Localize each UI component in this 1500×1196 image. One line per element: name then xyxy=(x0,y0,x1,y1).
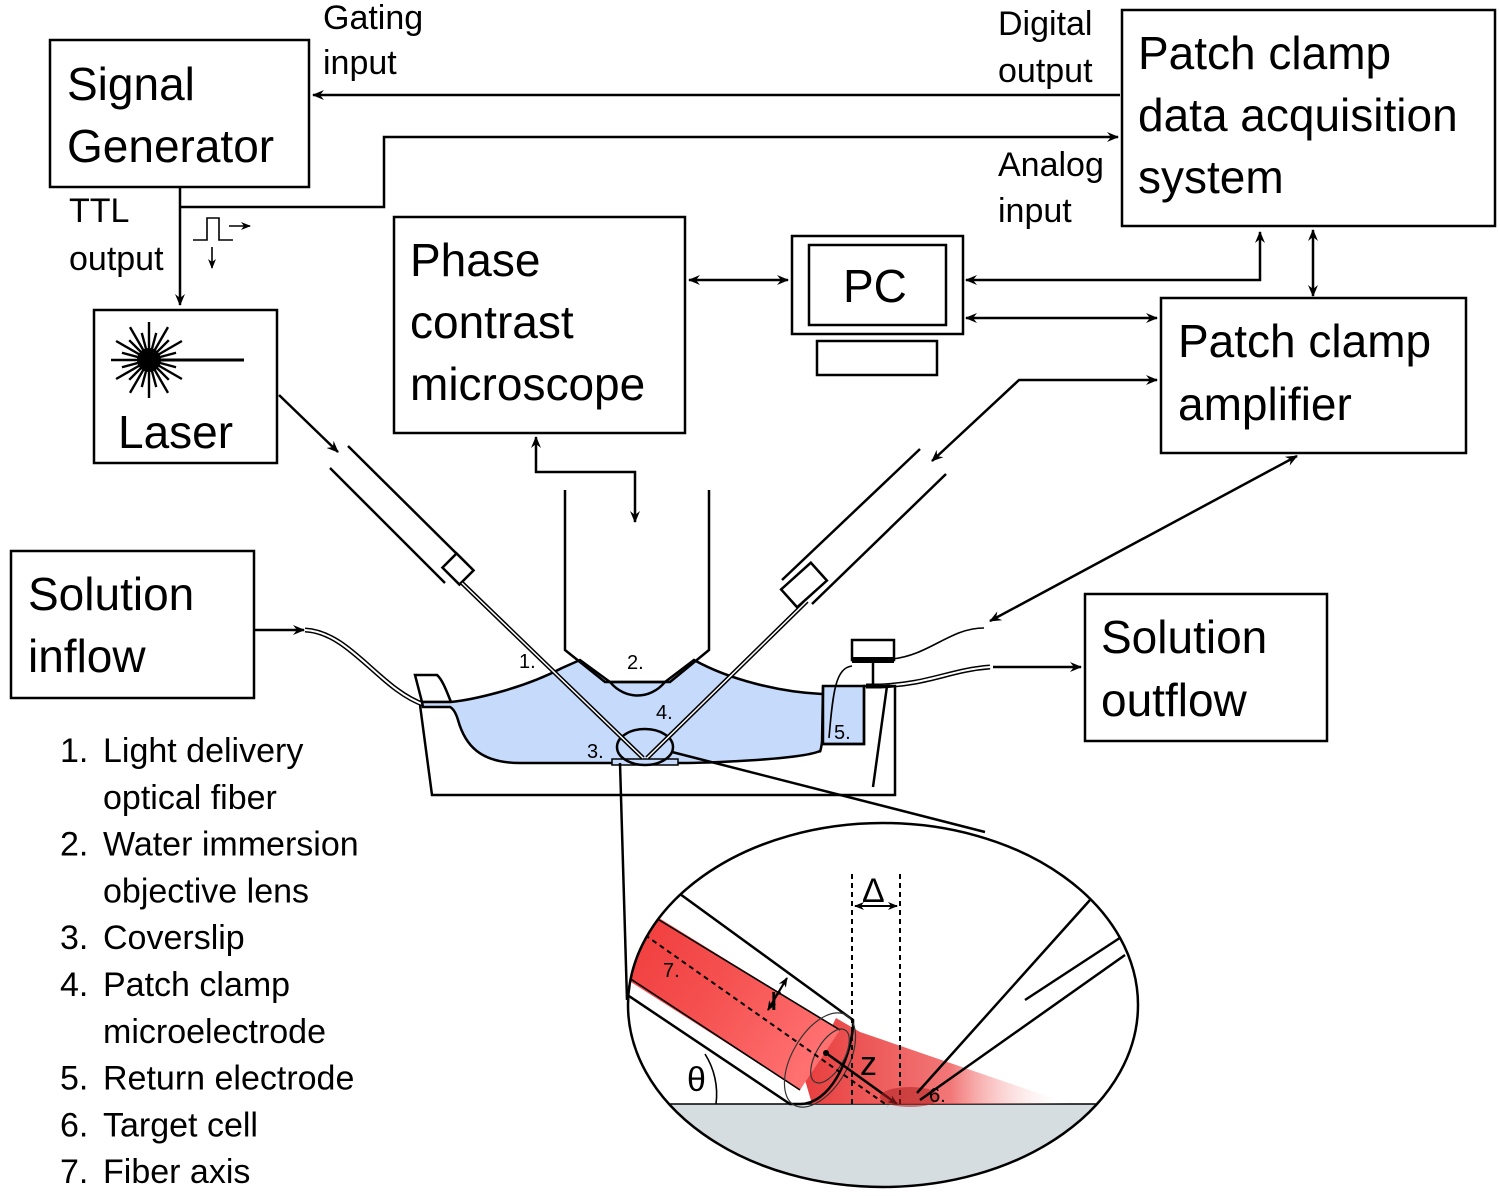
gating-input-label-line2: input xyxy=(323,44,397,82)
zoom-region-marker xyxy=(615,727,675,767)
signal-generator-label-line2: Generator xyxy=(67,120,274,172)
amplifier-return-electrode-arrow xyxy=(989,454,1298,623)
ttl-to-analog-input-arrow xyxy=(180,132,1119,209)
callout-3: 3. xyxy=(587,741,604,763)
magnified-inset: Δ r z θ 6. 7. xyxy=(626,821,1140,1189)
phase-contrast-microscope-block: Phase contrast microscope xyxy=(392,215,687,435)
digital-output-label-line2: output xyxy=(998,52,1093,90)
objective-lens xyxy=(563,490,711,684)
daq-label-line1: Patch clamp xyxy=(1138,27,1391,79)
legend-item: 2. Water immersion objective lens xyxy=(60,826,359,911)
legend-item-text: optical fiber xyxy=(103,779,277,817)
light-delivery-fiber xyxy=(329,445,645,760)
outflow-label-line1: Solution xyxy=(1101,611,1267,663)
legend-item-number: 4. xyxy=(60,966,88,1004)
daq-label-line3: system xyxy=(1138,151,1284,203)
substrate xyxy=(628,1104,1138,1187)
legend-item-text: Coverslip xyxy=(103,919,245,957)
callout-6: 6. xyxy=(929,1085,946,1107)
ttl-output-label-line1: TTL xyxy=(69,192,129,230)
laser-label: Laser xyxy=(118,406,233,458)
legend-item-text: Light delivery xyxy=(103,732,303,770)
inflow-label-line2: inflow xyxy=(28,630,146,682)
callout-5: 5. xyxy=(834,722,851,744)
ttl-pulse-icon xyxy=(193,217,251,269)
legend-item-text: microelectrode xyxy=(103,1013,326,1051)
return-electrode-wire xyxy=(891,627,985,660)
outflow-label-line2: outflow xyxy=(1101,674,1248,726)
legend: 1. Light delivery optical fiber 2. Water imm… xyxy=(60,732,359,1191)
callout-7: 7. xyxy=(663,960,680,982)
theta-label: θ xyxy=(687,1061,706,1099)
r-radius-arrow xyxy=(767,977,788,1011)
laser-block: Laser xyxy=(92,308,279,465)
legend-item: 1. Light delivery optical fiber xyxy=(60,732,303,817)
inflow-tube xyxy=(304,627,426,708)
pc-block: PC xyxy=(790,234,965,377)
laser-to-fiber-arrow xyxy=(278,394,339,453)
solution-inflow-block: Solution inflow xyxy=(9,549,256,700)
r-label: r xyxy=(770,980,781,1018)
legend-item-number: 7. xyxy=(60,1153,88,1191)
callout-1: 1. xyxy=(519,651,536,673)
ttl-output-label-line2: output xyxy=(69,240,164,278)
light-cone xyxy=(805,1018,1070,1104)
legend-item: 4. Patch clamp microelectrode xyxy=(60,966,326,1051)
data-acquisition-block: Patch clamp data acquisition system xyxy=(1120,8,1497,228)
inflow-label-line1: Solution xyxy=(28,568,194,620)
legend-item: 7. Fiber axis xyxy=(60,1153,250,1191)
patch-microelectrode xyxy=(645,448,947,760)
fiber-axis xyxy=(644,934,889,1107)
zoom-leader-left xyxy=(618,762,629,1001)
amplifier-label-line1: Patch clamp xyxy=(1178,315,1431,367)
legend-item-text: Patch clamp xyxy=(103,966,290,1004)
z-label: z xyxy=(860,1045,877,1083)
callout-2: 2. xyxy=(627,652,644,674)
analog-input-label-line2: input xyxy=(998,192,1072,230)
analog-input-label-line1: Analog xyxy=(998,146,1104,184)
amplifier-to-microelectrode-arrow xyxy=(931,375,1158,462)
legend-item-text: Fiber axis xyxy=(103,1153,250,1191)
legend-item-text: Water immersion xyxy=(103,826,359,864)
callout-4: 4. xyxy=(656,702,673,724)
microscope-label-line1: Phase xyxy=(410,234,540,286)
microscope-objective-link-arrow xyxy=(531,436,640,523)
delta-label: Δ xyxy=(862,872,885,910)
legend-item-number: 6. xyxy=(60,1106,88,1144)
patch-clamp-amplifier-block: Patch clamp amplifier xyxy=(1159,296,1468,455)
pc-label: PC xyxy=(843,260,907,312)
pc-keyboard-icon xyxy=(815,339,939,377)
amplifier-label-line2: amplifier xyxy=(1178,378,1352,430)
legend-item-text: objective lens xyxy=(103,872,309,910)
theta-angle-arc xyxy=(704,1053,718,1105)
gating-input-label-line1: Gating xyxy=(323,0,423,37)
microscope-label-line2: contrast xyxy=(410,296,574,348)
recording-chamber xyxy=(413,638,897,797)
legend-item-number: 1. xyxy=(60,732,88,770)
legend-item-number: 3. xyxy=(60,919,88,957)
digital-output-label-line1: Digital xyxy=(998,5,1092,43)
signal-generator-block: Signal Generator xyxy=(48,38,311,189)
daq-to-pc-arrow xyxy=(965,231,1265,285)
legend-item: 6. Target cell xyxy=(60,1106,258,1144)
solution-outflow-block: Solution outflow xyxy=(1083,592,1329,743)
legend-item-number: 2. xyxy=(60,826,88,864)
daq-label-line2: data acquisition xyxy=(1138,89,1458,141)
legend-item-text: Return electrode xyxy=(103,1060,354,1098)
laser-starburst-icon xyxy=(111,322,244,398)
legend-item: 5. Return electrode xyxy=(60,1060,354,1098)
microscope-label-line3: microscope xyxy=(410,358,645,410)
legend-item-text: Target cell xyxy=(103,1106,258,1144)
bath-solution xyxy=(420,658,830,765)
legend-item-number: 5. xyxy=(60,1060,88,1098)
legend-item: 3. Coverslip xyxy=(60,919,245,957)
target-cell xyxy=(880,1087,940,1107)
zoom-leader-right xyxy=(671,750,986,834)
signal-generator-label-line1: Signal xyxy=(67,58,195,110)
